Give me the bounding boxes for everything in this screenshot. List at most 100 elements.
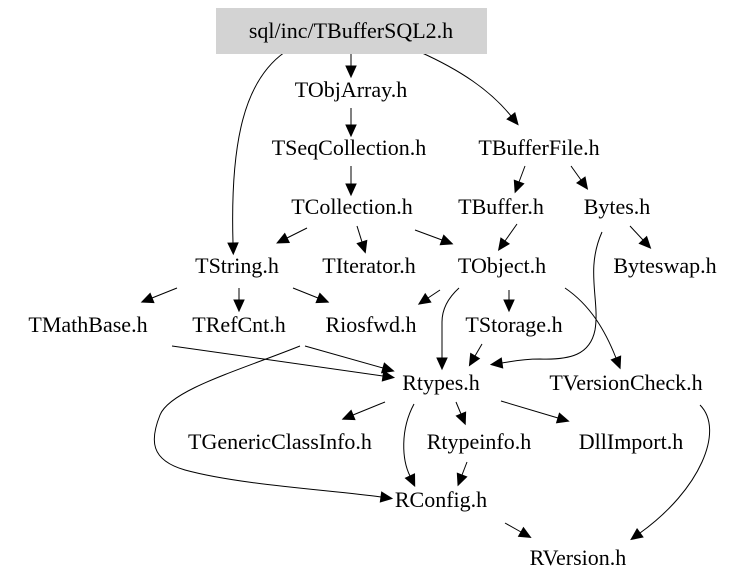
node-TSeqCollection[interactable]: TSeqCollection.h bbox=[272, 135, 427, 160]
edge-RConfig-to-RVersion bbox=[504, 522, 522, 533]
edge-arrowhead-root-to-TObjArray bbox=[345, 65, 357, 79]
node-TMathBase[interactable]: TMathBase.h bbox=[28, 312, 147, 337]
edge-arrowhead-Rtypes-to-DllImport bbox=[555, 412, 570, 424]
node-label: Riosfwd.h bbox=[325, 312, 416, 337]
node-TRefCnt[interactable]: TRefCnt.h bbox=[192, 312, 286, 337]
edge-arrowhead-TString-to-TMathBase bbox=[140, 292, 155, 304]
edge-arrowhead-TSeqCollection-to-TCollection bbox=[345, 183, 357, 197]
edge-TObject-to-Rtypes bbox=[441, 287, 460, 358]
edge-TStorage-to-Rtypes bbox=[474, 343, 483, 357]
edge-arrowhead-Bytes-to-Byteswap bbox=[638, 235, 652, 249]
edge-TCollection-to-TString bbox=[286, 227, 308, 239]
edge-arrowhead-TCollection-to-TIterator bbox=[356, 239, 368, 254]
edge-Rtypeinfo-to-RConfig bbox=[461, 461, 468, 476]
edge-arrowhead-TString-to-Riosfwd bbox=[315, 292, 330, 304]
edge-arrowhead-TMathBase-to-Rtypes bbox=[381, 370, 396, 382]
node-TObjArray[interactable]: TObjArray.h bbox=[295, 77, 407, 102]
edge-arrowhead-TObjArray-to-TSeqCollection bbox=[345, 124, 357, 138]
edge-arrowhead-TBufferFile-to-Bytes bbox=[576, 176, 589, 190]
node-root[interactable]: sql/inc/TBufferSQL2.h bbox=[216, 8, 487, 54]
node-label: sql/inc/TBufferSQL2.h bbox=[249, 18, 453, 43]
edge-arrowhead-TObject-to-TVersionCheck bbox=[610, 355, 622, 370]
edge-Rtypes-to-Rtypeinfo bbox=[455, 401, 462, 415]
edge-TString-to-Riosfwd bbox=[292, 287, 319, 299]
node-label: RVersion.h bbox=[530, 545, 627, 570]
node-RVersion[interactable]: RVersion.h bbox=[530, 545, 627, 570]
edge-arrowhead-RConfig-to-RVersion bbox=[517, 526, 532, 538]
node-TBuffer[interactable]: TBuffer.h bbox=[458, 194, 544, 219]
edge-arrowhead-Riosfwd-to-Rtypes bbox=[380, 362, 395, 374]
edge-TVersionCheck-to-RVersion bbox=[639, 404, 711, 534]
edge-arrowhead-TCollection-to-TObject bbox=[439, 234, 454, 246]
edge-TBufferFile-to-Bytes bbox=[570, 165, 582, 181]
node-label: TObjArray.h bbox=[295, 77, 407, 102]
node-TVersionCheck[interactable]: TVersionCheck.h bbox=[549, 370, 702, 395]
edge-arrowhead-TBufferFile-to-TBuffer bbox=[513, 179, 525, 194]
nodes-layer: sql/inc/TBufferSQL2.hTObjArray.hTSeqColl… bbox=[28, 8, 717, 570]
edge-arrowhead-root-to-TString bbox=[227, 242, 239, 256]
edge-arrowhead-Riosfwd-to-RConfig bbox=[379, 491, 394, 503]
edge-TString-to-TMathBase bbox=[151, 287, 178, 299]
node-label: TIterator.h bbox=[322, 253, 415, 278]
node-Rtypes[interactable]: Rtypes.h bbox=[402, 370, 480, 395]
edge-arrowhead-TObject-to-Riosfwd bbox=[417, 292, 432, 305]
edge-arrowhead-Rtypeinfo-to-RConfig bbox=[456, 472, 468, 487]
node-label: TVersionCheck.h bbox=[549, 370, 702, 395]
edge-arrowhead-Bytes-to-Rtypes bbox=[489, 357, 504, 369]
edge-arrowhead-TVersionCheck-to-RVersion bbox=[630, 528, 644, 541]
edge-arrowhead-TBuffer-to-TObject bbox=[497, 237, 511, 251]
edge-arrowhead-Rtypes-to-TGenericClassInfo bbox=[341, 409, 356, 421]
edge-Riosfwd-to-Rtypes bbox=[304, 345, 384, 369]
node-label: TString.h bbox=[195, 253, 279, 278]
node-label: TGenericClassInfo.h bbox=[188, 429, 372, 454]
node-TBufferFile[interactable]: TBufferFile.h bbox=[478, 135, 599, 160]
edge-Riosfwd-to-RConfig bbox=[153, 345, 382, 498]
node-label: RConfig.h bbox=[395, 487, 487, 512]
node-TString[interactable]: TString.h bbox=[195, 253, 279, 278]
edge-Bytes-to-Rtypes bbox=[501, 231, 603, 364]
edge-TCollection-to-TObject bbox=[414, 229, 443, 241]
edge-arrowhead-root-to-TBufferFile bbox=[506, 111, 519, 126]
node-label: TMathBase.h bbox=[28, 312, 147, 337]
edge-Rtypes-to-DllImport bbox=[500, 400, 559, 419]
edge-root-to-TBufferFile bbox=[419, 51, 512, 117]
node-Bytes[interactable]: Bytes.h bbox=[584, 194, 651, 219]
node-DllImport[interactable]: DllImport.h bbox=[579, 429, 684, 454]
edge-root-to-TString bbox=[232, 51, 286, 244]
edge-TObject-to-Riosfwd bbox=[427, 289, 441, 299]
node-label: TCollection.h bbox=[291, 194, 413, 219]
edge-Bytes-to-Byteswap bbox=[629, 225, 644, 241]
edge-arrowhead-TCollection-to-TString bbox=[276, 232, 291, 244]
node-label: TSeqCollection.h bbox=[272, 135, 427, 160]
edge-TCollection-to-TIterator bbox=[356, 225, 363, 243]
node-Riosfwd[interactable]: Riosfwd.h bbox=[325, 312, 416, 337]
node-label: Rtypes.h bbox=[402, 370, 480, 395]
node-label: TObject.h bbox=[458, 253, 546, 278]
edge-arrowhead-TObject-to-Rtypes bbox=[436, 357, 448, 371]
edge-Rtypes-to-RConfig bbox=[403, 403, 415, 477]
node-label: TStorage.h bbox=[465, 312, 562, 337]
node-RConfig[interactable]: RConfig.h bbox=[395, 487, 487, 512]
node-label: DllImport.h bbox=[579, 429, 684, 454]
node-label: Bytes.h bbox=[584, 194, 651, 219]
edges-layer bbox=[140, 51, 711, 541]
edge-TObject-to-TVersionCheck bbox=[564, 287, 617, 359]
node-TGenericClassInfo[interactable]: TGenericClassInfo.h bbox=[188, 429, 372, 454]
node-TStorage[interactable]: TStorage.h bbox=[465, 312, 562, 337]
edge-arrowhead-Rtypes-to-Rtypeinfo bbox=[455, 411, 467, 426]
node-TIterator[interactable]: TIterator.h bbox=[322, 253, 415, 278]
edge-Rtypes-to-TGenericClassInfo bbox=[352, 401, 386, 416]
edge-TMathBase-to-Rtypes bbox=[171, 345, 384, 377]
edge-arrowhead-TObject-to-TStorage bbox=[503, 299, 515, 313]
node-label: Byteswap.h bbox=[613, 253, 716, 278]
edge-TBufferFile-to-TBuffer bbox=[518, 165, 526, 183]
node-label: Rtypeinfo.h bbox=[427, 429, 532, 454]
node-label: TBufferFile.h bbox=[478, 135, 599, 160]
edge-TBuffer-to-TObject bbox=[504, 223, 518, 242]
node-label: TBuffer.h bbox=[458, 194, 544, 219]
node-TObject[interactable]: TObject.h bbox=[458, 253, 546, 278]
node-Byteswap[interactable]: Byteswap.h bbox=[613, 253, 716, 278]
node-Rtypeinfo[interactable]: Rtypeinfo.h bbox=[427, 429, 532, 454]
node-TCollection[interactable]: TCollection.h bbox=[291, 194, 413, 219]
